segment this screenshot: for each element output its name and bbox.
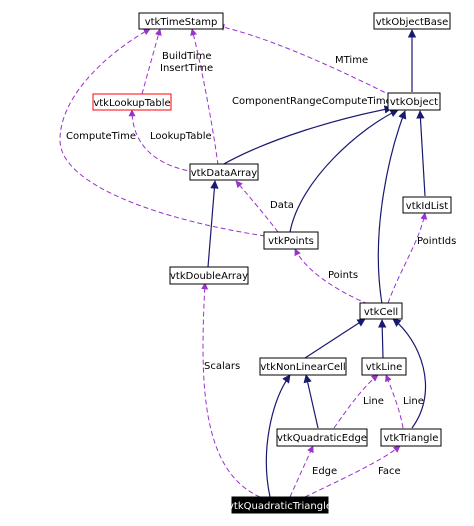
edge-vtkCell-to-vtkPoints [294, 248, 369, 305]
node-label: vtkTriangle [384, 433, 439, 444]
node-label: vtkLookupTable [93, 98, 170, 109]
label-mtime: MTime [335, 55, 368, 66]
node-label: vtkDataArray [191, 168, 258, 179]
node-vtkLookupTable[interactable]: vtkLookupTable [92, 93, 172, 111]
edge-vtkIdList-to-vtkObject [416, 110, 426, 197]
label-face: Face [378, 466, 401, 477]
edge-vtkTriangle-to-vtkCell [392, 318, 427, 429]
label-line-left: Line [363, 396, 384, 407]
node-label: vtkQuadraticTriangle [228, 501, 332, 512]
node-vtkObjectBase[interactable]: vtkObjectBase [373, 12, 451, 30]
label-data: Data [270, 200, 294, 211]
edge-vtkDataArray-to-vtkLookupTable [128, 109, 196, 173]
node-label: vtkLine [366, 362, 402, 373]
node-label: vtkNonLinearCell [260, 362, 345, 373]
node-vtkDataArray[interactable]: vtkDataArray [189, 163, 259, 181]
edge-vtkPoints-to-vtkDataArray [235, 180, 279, 233]
edge-vtkObject-to-vtkTimeStamp [217, 23, 393, 97]
label-inserttime: InsertTime [160, 63, 213, 74]
edge-vtkQuadraticTriangle-to-vtkQuadraticEdge [289, 445, 314, 498]
node-label: vtkTimeStamp [145, 17, 218, 28]
node-vtkDoubleArray[interactable]: vtkDoubleArray [169, 266, 249, 285]
usage-edges [59, 23, 428, 498]
node-label: vtkCell [364, 307, 398, 318]
edge-vtkLine-to-vtkCell [378, 319, 387, 359]
node-label: vtkObjectBase [376, 17, 449, 28]
node-vtkPoints[interactable]: vtkPoints [263, 231, 319, 250]
edge-vtkQuadraticTriangle-to-vtkDoubleArray [201, 282, 261, 498]
label-buildtime: BuildTime [162, 51, 212, 62]
node-vtkTriangle[interactable]: vtkTriangle [380, 428, 442, 447]
edge-vtkCell-to-vtkObject [377, 110, 407, 305]
edge-vtkDataArray-to-vtkObject [221, 105, 393, 166]
edge-vtkPoints-to-vtkObject [289, 109, 399, 233]
node-label: vtkQuadraticEdge [277, 433, 367, 444]
edge-vtkPoints-to-vtkTimeStamp [59, 28, 266, 237]
inheritance-edges [207, 29, 427, 498]
node-label: vtkPoints [268, 236, 314, 247]
node-vtkTimeStamp[interactable]: vtkTimeStamp [138, 12, 224, 30]
edge-vtkQuadraticEdge-to-vtkNonLinearCell [303, 374, 319, 429]
edge-vtkQuadraticTriangle-to-vtkNonLinearCell [265, 374, 291, 498]
label-component-range-compute-time: ComponentRangeComputeTime [232, 96, 392, 107]
edge-vtkDoubleArray-to-vtkDataArray [207, 180, 219, 268]
node-vtkNonLinearCell[interactable]: vtkNonLinearCell [259, 357, 347, 376]
node-vtkQuadraticEdge[interactable]: vtkQuadraticEdge [276, 428, 368, 447]
label-scalars: Scalars [204, 361, 240, 372]
label-lookup-table: LookupTable [150, 131, 212, 142]
edge-vtkNonLinearCell-to-vtkCell [304, 318, 366, 359]
edge-vtkTriangle-to-vtkLine [385, 374, 404, 429]
node-vtkLine[interactable]: vtkLine [361, 357, 407, 376]
node-label: vtkObject [390, 97, 438, 108]
label-compute-time: ComputeTime [66, 131, 136, 142]
label-points: Points [328, 270, 358, 281]
node-vtkIdList[interactable]: vtkIdList [402, 196, 452, 214]
edge-vtkQuadraticTriangle-to-vtkTriangle [304, 445, 401, 498]
label-line-right: Line [403, 396, 424, 407]
label-point-ids: PointIds [417, 236, 456, 247]
edge-labels: BuildTime InsertTime MTime ComponentRang… [66, 51, 456, 477]
node-vtkObject[interactable]: vtkObject [387, 92, 441, 111]
node-vtkCell[interactable]: vtkCell [359, 302, 403, 320]
edge-vtkLookupTable-to-vtkTimeStamp [141, 28, 162, 95]
edge-vtkQuadraticEdge-to-vtkLine [333, 374, 379, 429]
edge-vtkCell-to-vtkIdList [387, 212, 428, 304]
label-edge: Edge [312, 466, 337, 477]
node-label: vtkDoubleArray [170, 271, 248, 282]
edge-vtkDataArray-to-vtkTimeStamp-component [190, 28, 219, 166]
node-label: vtkIdList [406, 201, 448, 212]
node-vtkQuadraticTriangle[interactable]: vtkQuadraticTriangle [228, 496, 332, 514]
